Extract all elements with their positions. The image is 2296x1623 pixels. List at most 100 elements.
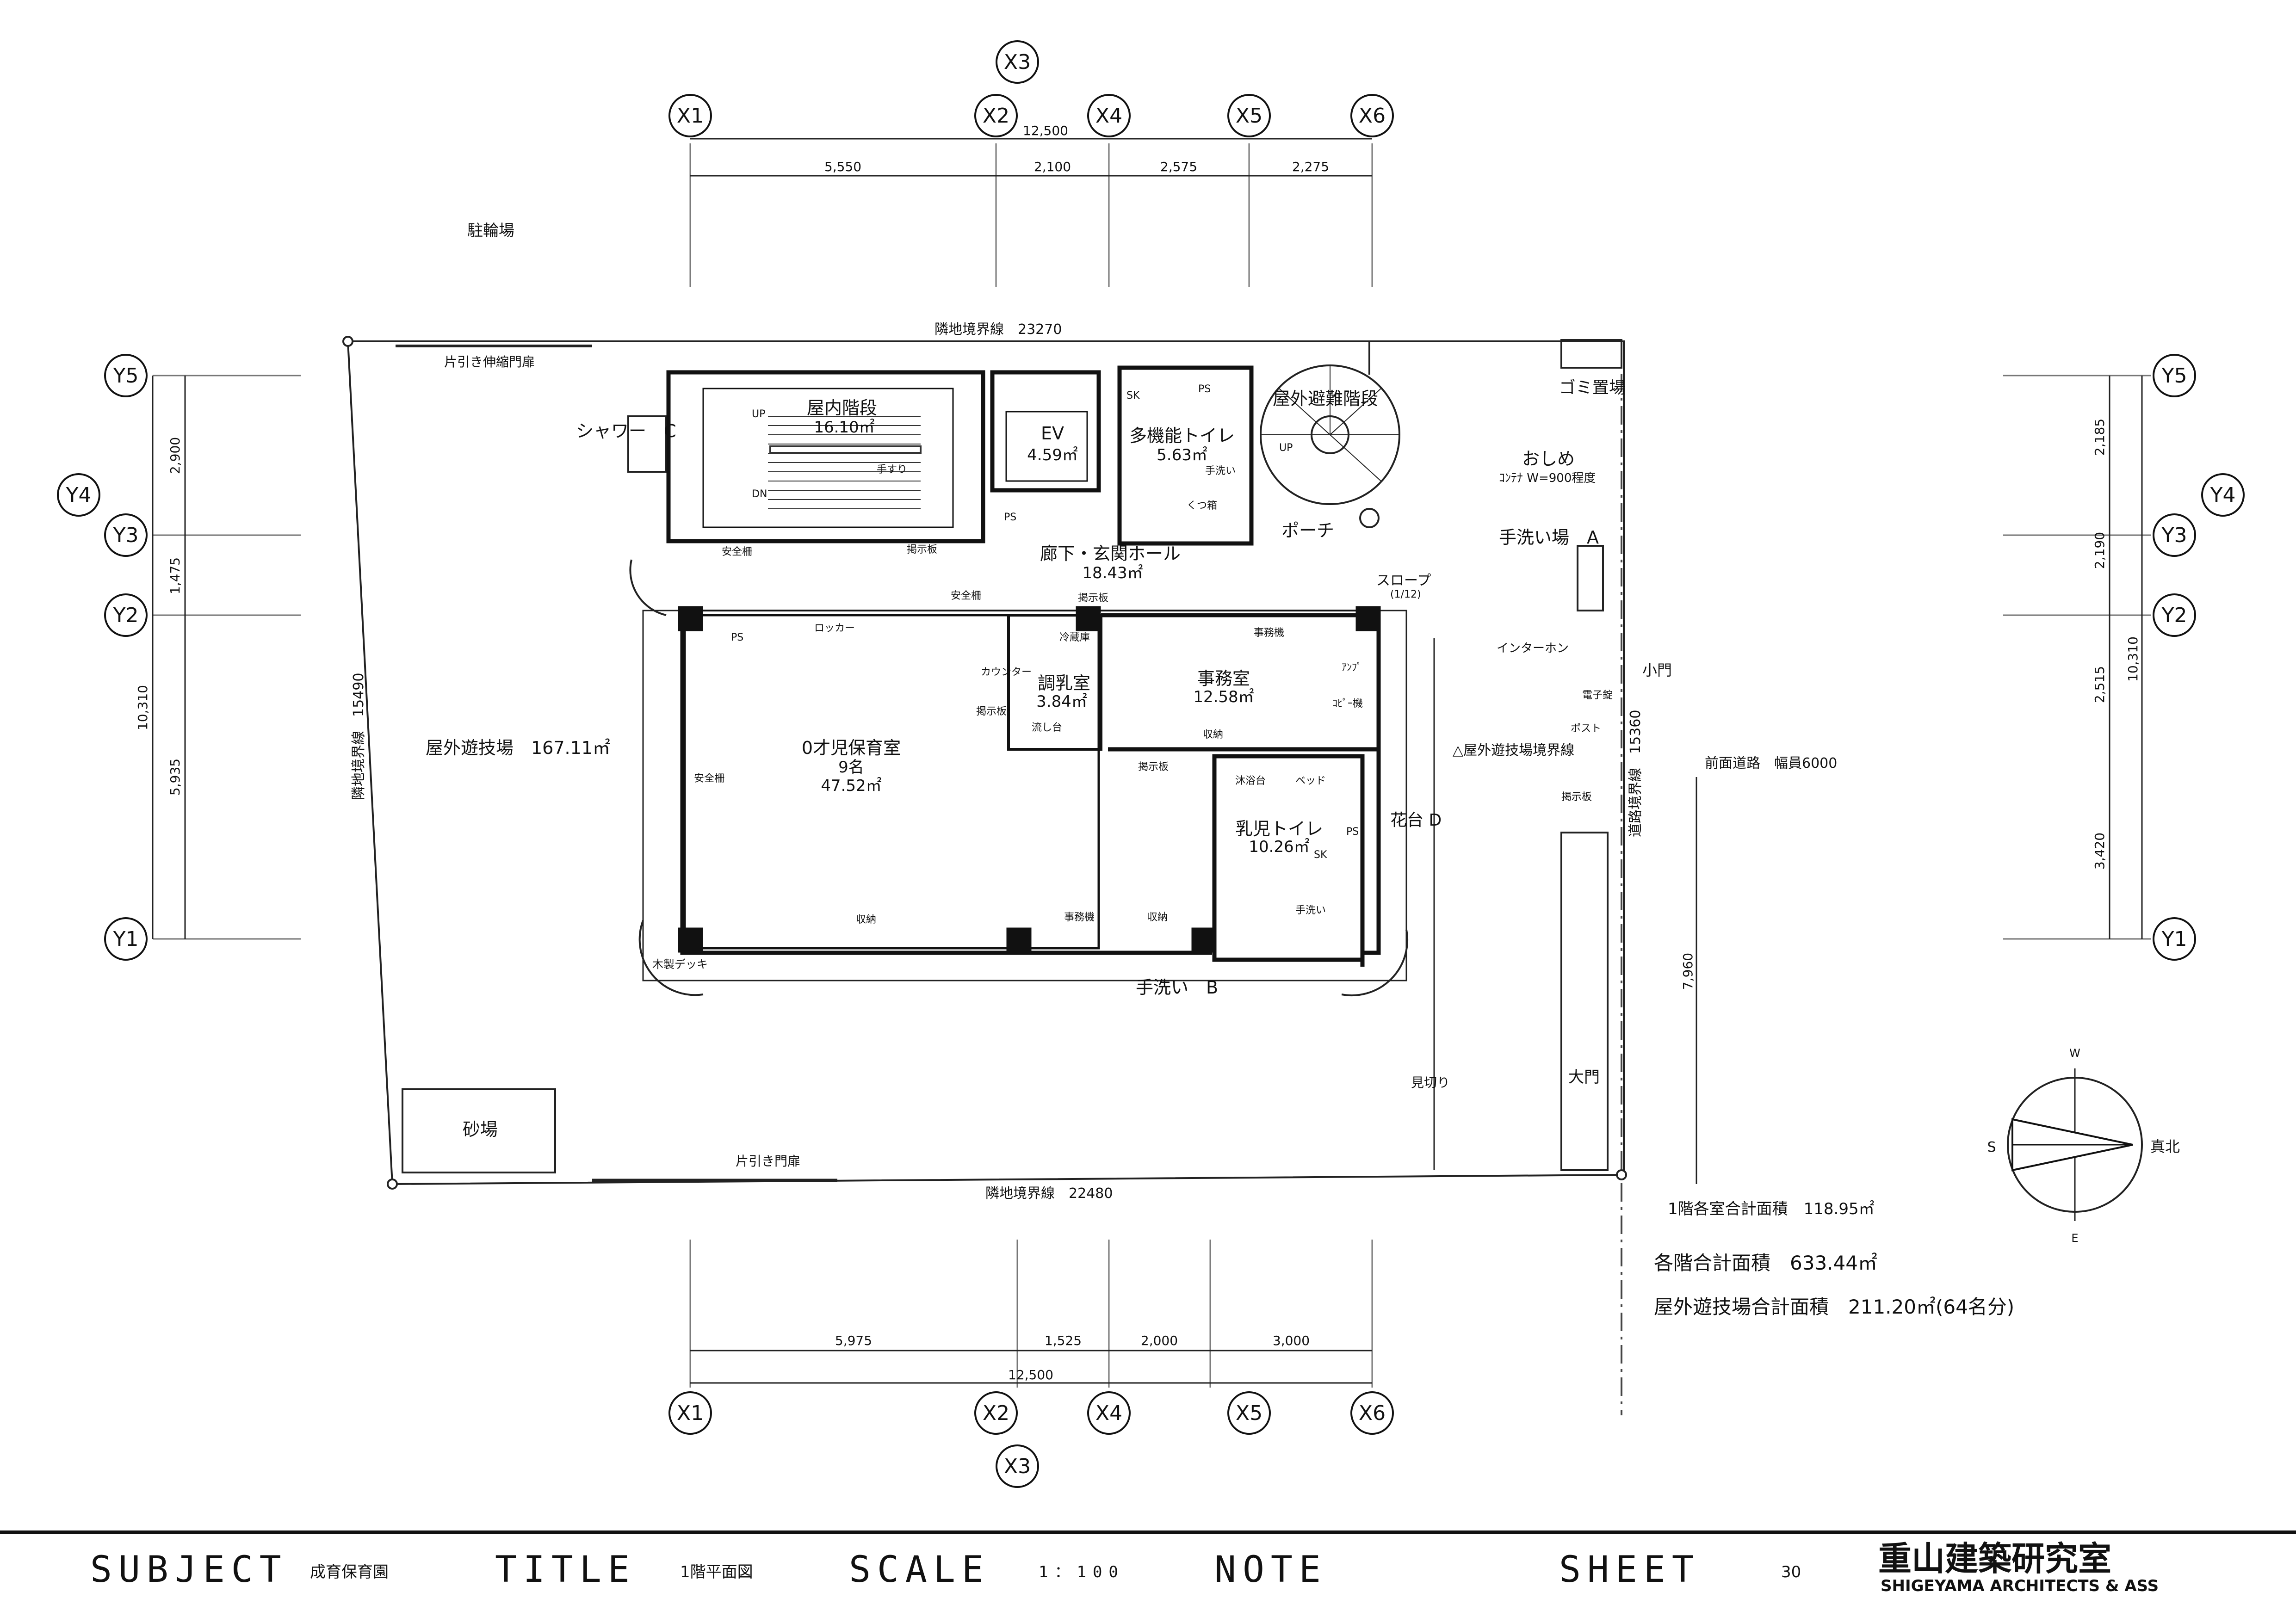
dim-right-2: 2,190 — [2092, 532, 2107, 569]
playground-label: 屋外遊技場 167.11㎡ — [426, 738, 610, 758]
grid-y1-left: Y1 — [113, 927, 139, 951]
porch-label: ポーチ — [1281, 520, 1334, 541]
notice-board-2: 掲示板 — [1078, 592, 1108, 604]
nursery-capacity: 9名 — [838, 758, 864, 777]
north-boundary-label: 隣地境界線 23270 — [934, 321, 1062, 338]
note-label: NOTE — [1214, 1549, 1327, 1591]
milk-room-name: 調乳室 — [1038, 673, 1090, 693]
dim-top-3: 2,575 — [1160, 159, 1197, 174]
sliding-gate-bottom-label: 片引き門扉 — [736, 1154, 800, 1169]
title-label: TITLE — [495, 1549, 636, 1591]
sk-label: SK — [1126, 390, 1140, 401]
safety-fence-2: 安全柵 — [951, 590, 981, 602]
milk-room-area: 3.84㎡ — [1036, 692, 1087, 711]
grid-labels-bottom: X1 X2 X3 X4 X5 X6 — [677, 1401, 1386, 1478]
total-floor-area: 各階合計面積 633.44㎡ — [1654, 1252, 1877, 1274]
dim-bottom-4: 3,000 — [1273, 1333, 1310, 1348]
title-value: 1階平面図 — [680, 1563, 753, 1581]
infant-toilet-name: 乳児トイレ — [1235, 819, 1323, 839]
compass-top: W — [2069, 1047, 2080, 1060]
flower-bed-label: 花台 D — [1390, 811, 1442, 830]
container-label: ｺﾝﾃﾅ W=900程度 — [1499, 471, 1596, 485]
amp-label: ｱﾝﾌﾟ — [1342, 662, 1362, 673]
grid-y2-left: Y2 — [113, 604, 139, 627]
infant-wash-label: 手洗い — [1295, 905, 1326, 916]
road-notice-board-label: 掲示板 — [1561, 791, 1592, 803]
site-boundary — [342, 336, 1627, 1415]
post-label: ポスト — [1571, 723, 1601, 734]
handwash-a-label: 手洗い場 A — [1499, 527, 1599, 548]
site-labels: 隣地境界線 23270 隣地境界線 22480 隣地境界線 15490 道路境界… — [351, 321, 1837, 1202]
dim-left-1: 2,900 — [167, 437, 183, 474]
fixture-labels: UP DN 手すり SK PS PS 手洗い くつ箱 UP 安全柵 掲示板 安全… — [694, 383, 1363, 926]
grid-bubbles-bottom — [668, 1391, 1394, 1488]
dimension-lines — [152, 138, 2143, 1384]
stair-treads — [768, 416, 922, 509]
nursery-name: 0才児保育室 — [802, 738, 901, 758]
grid-bubbles-top — [668, 40, 1394, 137]
south-boundary-label: 隣地境界線 22480 — [985, 1185, 1113, 1202]
grid-x4-bottom: X4 — [1095, 1401, 1122, 1425]
toilet-room-area: 5.63㎡ — [1157, 446, 1207, 464]
outdoor-boundary-label: △屋外遊技場境界線 — [1453, 742, 1574, 759]
outdoor-structures — [402, 339, 1622, 1173]
sliding-gate-top-label: 片引き伸縮門扉 — [444, 354, 535, 370]
intercom-label: インターホン — [1497, 642, 1569, 655]
hall-name: 廊下・玄関ホール — [1040, 543, 1181, 564]
grid-x1-top: X1 — [677, 104, 704, 128]
dim-left-3: 5,935 — [167, 759, 183, 796]
grid-y1-right: Y1 — [2161, 927, 2187, 951]
stair-room-area: 16.10㎡ — [814, 418, 874, 437]
grid-y2-right: Y2 — [2161, 604, 2187, 627]
dim-top-total: 12,500 — [1023, 123, 1068, 138]
office-storage-label: 収納 — [1203, 729, 1223, 741]
outdoor-area: 屋外遊技場合計面積 211.20㎡(64名分) — [1654, 1296, 2014, 1318]
subject-label: SUBJECT — [90, 1549, 288, 1591]
infant-toilet-area: 10.26㎡ — [1249, 838, 1309, 856]
dim-right-1: 2,185 — [2092, 419, 2107, 456]
bath-label: 沐浴台 — [1235, 775, 1266, 787]
bottom-machine-label: 事務機 — [1064, 912, 1095, 923]
dim-top-2: 2,100 — [1034, 159, 1071, 174]
notice-board-3: 掲示板 — [976, 706, 1007, 717]
scale-label: SCALE — [849, 1549, 990, 1591]
stair-up-label: UP — [752, 408, 765, 420]
handrail-label: 手すり — [877, 464, 907, 475]
grid-x4-top: X4 — [1095, 104, 1122, 128]
external-spiral-stair — [1260, 364, 1400, 528]
ext-stair-up-label: UP — [1279, 442, 1293, 454]
grid-x2-top: X2 — [983, 104, 1009, 128]
grid-x5-top: X5 — [1236, 104, 1262, 128]
building-walls — [666, 365, 1381, 967]
firm-name: 重山建築研究室 — [1878, 1539, 2111, 1578]
shower-label: シャワー C — [576, 421, 676, 441]
grid-y3-right: Y3 — [2161, 524, 2187, 547]
office-name: 事務室 — [1197, 668, 1250, 689]
locker-label: ロッカー — [814, 623, 855, 634]
grid-y5-right: Y5 — [2161, 364, 2187, 388]
dim-right-total: 10,310 — [2125, 636, 2141, 682]
grid-x1-bottom: X1 — [677, 1401, 704, 1425]
ev-room-name: EV — [1041, 423, 1064, 444]
small-gate-label: 小門 — [1642, 661, 1672, 679]
infant-ps-label: PS — [1346, 826, 1359, 838]
sheet-label: SHEET — [1559, 1549, 1700, 1591]
front-road-label: 前面道路 幅員6000 — [1705, 755, 1837, 771]
notice-board-1: 掲示板 — [907, 544, 937, 555]
copier-label: ｺﾋﾟｰ機 — [1332, 698, 1363, 710]
hall-area: 18.43㎡ — [1082, 564, 1143, 582]
grid-labels-right: Y5 Y4 Y3 Y2 Y1 — [2161, 364, 2236, 951]
firm-name-en: SHIGEYAMA ARCHITECTS & ASS — [1881, 1577, 2159, 1595]
compass-left: S — [1987, 1139, 1996, 1155]
ev-room-area: 4.59㎡ — [1027, 446, 1078, 464]
dim-bottom-2: 1,525 — [1045, 1333, 1082, 1348]
grid-labels-top: X1 X3 X2 X4 X5 X6 — [677, 50, 1386, 128]
compass-true-north: 真北 — [2150, 1138, 2180, 1155]
mikiri-label: 見切り — [1411, 1075, 1450, 1090]
grid-y5-left: Y5 — [113, 364, 139, 388]
slope-label: スロープ — [1376, 573, 1431, 589]
outdoor-labels: 駐輪場 片引き伸縮門扉 片引き門扉 シャワー C 屋外遊技場 167.11㎡ 砂… — [426, 222, 1672, 1169]
e-lock-label: 電子錠 — [1582, 690, 1613, 701]
slope-ratio-label: (1/12) — [1390, 589, 1421, 600]
